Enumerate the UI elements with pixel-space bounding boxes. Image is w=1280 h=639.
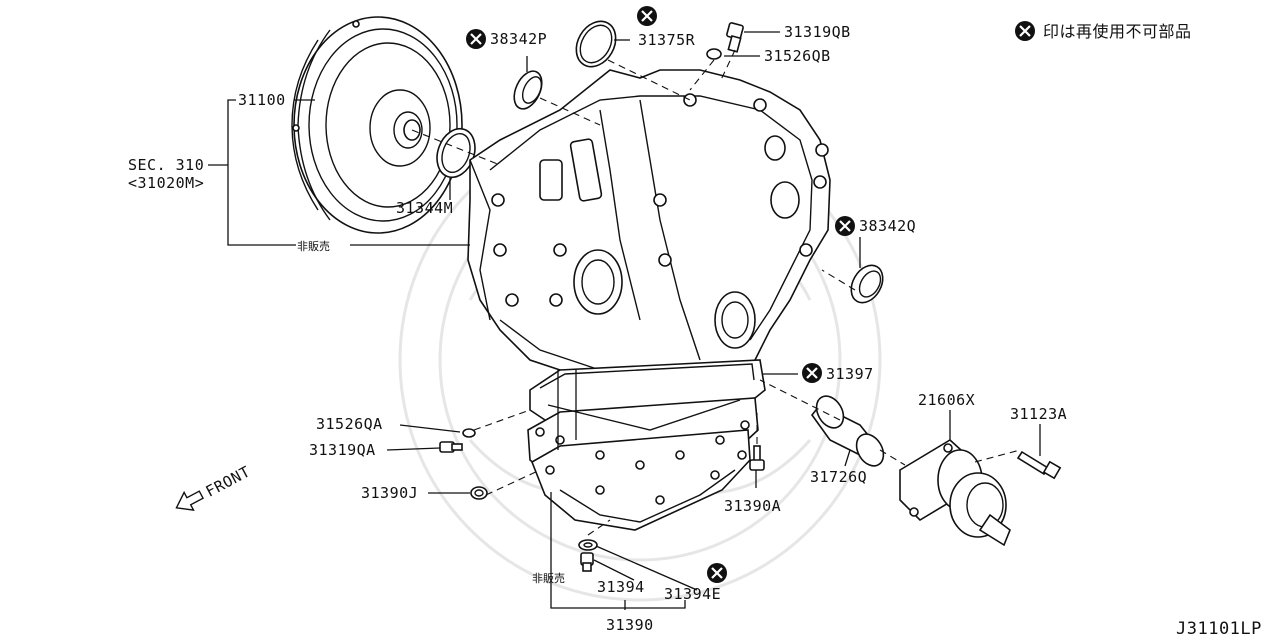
transmission-case[interactable]: [467, 69, 831, 401]
label-31319QB[interactable]: 31319QB: [784, 23, 851, 41]
gasket-31394E[interactable]: [578, 539, 598, 551]
gasket-31397[interactable]: [539, 363, 755, 389]
front-direction: FRONT: [175, 462, 254, 511]
oil-pan[interactable]: [527, 359, 766, 531]
label-31100[interactable]: 31100: [238, 91, 286, 109]
label-31726Q[interactable]: 31726Q: [810, 468, 867, 486]
drain-plug-31394[interactable]: [580, 552, 594, 572]
oil-filter-31726Q[interactable]: [810, 391, 889, 470]
not-for-sale-label: 非販売: [297, 240, 330, 253]
x-circle-icon: [1015, 21, 1035, 41]
bolt-31319QB[interactable]: [726, 22, 744, 53]
label-31390A[interactable]: 31390A: [724, 497, 781, 515]
part-labels: 31100 SEC. 310 <31020M> 非販売 31344M 38342…: [128, 23, 1262, 639]
label-31394[interactable]: 31394: [597, 578, 645, 596]
x-circle-icon: [835, 216, 855, 236]
label-21606X[interactable]: 21606X: [918, 391, 975, 409]
washer-31526QB[interactable]: [706, 48, 722, 60]
leader-lines: [208, 31, 1041, 610]
label-38342Q[interactable]: 38342Q: [859, 217, 916, 235]
front-label: FRONT: [203, 462, 254, 500]
x-circle-icon: [802, 363, 822, 383]
label-31319QA[interactable]: 31319QA: [309, 441, 376, 459]
o-ring-31375R[interactable]: [568, 14, 623, 74]
bolt-31123A[interactable]: [1016, 450, 1062, 480]
label-31344M[interactable]: 31344M: [396, 199, 453, 217]
bolt-31319QA[interactable]: [439, 441, 463, 453]
torque-converter[interactable]: [291, 16, 463, 234]
front-arrow-icon: [175, 490, 204, 511]
label-sec310[interactable]: SEC. 310: [128, 156, 204, 174]
bolt-31390A[interactable]: [749, 445, 765, 471]
not-for-sale-label-2: 非販売: [532, 572, 565, 585]
x-circle-icon: [637, 6, 657, 26]
legend-text: 印は再使用不可部品: [1043, 22, 1192, 41]
label-38342P[interactable]: 38342P: [490, 30, 547, 48]
label-31526QB[interactable]: 31526QB: [764, 47, 831, 65]
x-circle-icon: [707, 563, 727, 583]
label-31390[interactable]: 31390: [606, 616, 654, 634]
label-sec310-sub: <31020M>: [128, 174, 204, 192]
label-31123A[interactable]: 31123A: [1010, 405, 1067, 423]
assembly-lines: [411, 49, 1021, 536]
label-31526QA[interactable]: 31526QA: [316, 415, 383, 433]
not-reusable-markers: [466, 6, 855, 583]
seal-38342P[interactable]: [509, 67, 548, 113]
label-31375R[interactable]: 31375R: [638, 31, 696, 49]
washer-31526QA[interactable]: [462, 428, 476, 438]
label-31397[interactable]: 31397: [826, 365, 874, 383]
seal-38342Q[interactable]: [845, 260, 889, 309]
x-circle-icon: [466, 29, 486, 49]
label-31394E[interactable]: 31394E: [664, 585, 721, 603]
diagram-id: J31101LP: [1176, 619, 1262, 639]
legend: 印は再使用不可部品: [1015, 21, 1192, 41]
label-31390J[interactable]: 31390J: [361, 484, 418, 502]
plug-31390J[interactable]: [470, 486, 488, 500]
cooler-21606X[interactable]: [899, 439, 1011, 547]
